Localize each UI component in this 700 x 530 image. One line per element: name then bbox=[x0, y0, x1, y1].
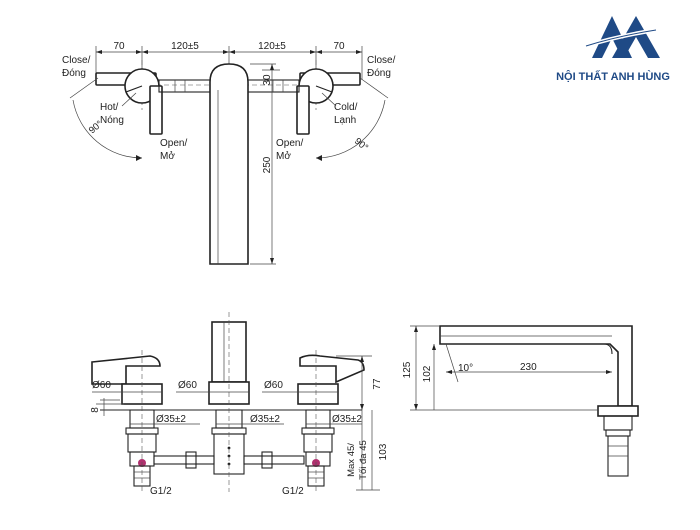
label-open-right-1: Open/ bbox=[276, 138, 303, 149]
top-spout bbox=[209, 63, 249, 265]
label-close-left-2: Đóng bbox=[62, 68, 86, 79]
front-view: Ø60 Ø60 Ø60 Ø35±2 Ø35±2 Ø35±2 8 77 Max 4… bbox=[90, 312, 389, 497]
dim-max45-2: Tối đa 45 bbox=[358, 440, 369, 480]
top-left-handle bbox=[95, 68, 163, 135]
dim-d60-right: Ø60 bbox=[264, 380, 283, 391]
label-cold-1: Cold/ bbox=[334, 102, 358, 113]
dim-top-250: 250 bbox=[262, 156, 273, 173]
dim-d60-left: Ø60 bbox=[92, 380, 111, 391]
dim-d35-left: Ø35±2 bbox=[156, 414, 186, 425]
label-cold-2: Lạnh bbox=[334, 115, 356, 126]
label-close-left-1: Close/ bbox=[62, 55, 91, 66]
label-g12-right: G1/2 bbox=[282, 486, 304, 497]
dim-d35-right: Ø35±2 bbox=[332, 414, 362, 425]
label-close-right-2: Đóng bbox=[367, 68, 391, 79]
angle-right: 90° bbox=[352, 136, 370, 154]
brand-logo: NỘI THẤT ANH HÙNG bbox=[556, 16, 670, 83]
label-open-left-1: Open/ bbox=[160, 138, 187, 149]
dim-top-120-right: 120±5 bbox=[258, 41, 286, 52]
dim-h125: 125 bbox=[402, 361, 413, 378]
label-open-left-2: Mở bbox=[160, 150, 175, 162]
label-hot-2: Nóng bbox=[100, 115, 124, 126]
dim-len-230: 230 bbox=[520, 362, 537, 373]
label-g12-left: G1/2 bbox=[150, 486, 172, 497]
dim-h102: 102 bbox=[422, 365, 433, 382]
brand-name: NỘI THẤT ANH HÙNG bbox=[556, 70, 670, 83]
dim-top-30: 30 bbox=[262, 74, 273, 86]
dim-top-70-right: 70 bbox=[333, 41, 345, 52]
dim-h77: 77 bbox=[372, 378, 383, 390]
top-view: 70 120±5 120±5 70 bbox=[62, 41, 396, 265]
dim-d35-center: Ø35±2 bbox=[250, 414, 280, 425]
label-close-right-1: Close/ bbox=[367, 55, 396, 66]
dim-d60-center: Ø60 bbox=[178, 380, 197, 391]
dim-max45-1: Max 45/ bbox=[346, 443, 357, 477]
front-left-handle bbox=[91, 355, 163, 467]
dim-top-70-left: 70 bbox=[113, 41, 125, 52]
label-hot-1: Hot/ bbox=[100, 102, 119, 113]
dim-h8: 8 bbox=[90, 407, 101, 413]
dim-h103: 103 bbox=[378, 443, 389, 460]
side-view: 125 102 10° 230 bbox=[402, 325, 639, 477]
logo-mark-icon bbox=[585, 16, 660, 58]
label-open-right-2: Mở bbox=[276, 150, 291, 162]
dim-top-120-left: 120±5 bbox=[171, 41, 199, 52]
top-right-handle bbox=[296, 68, 361, 135]
dim-angle-10: 10° bbox=[458, 363, 473, 374]
